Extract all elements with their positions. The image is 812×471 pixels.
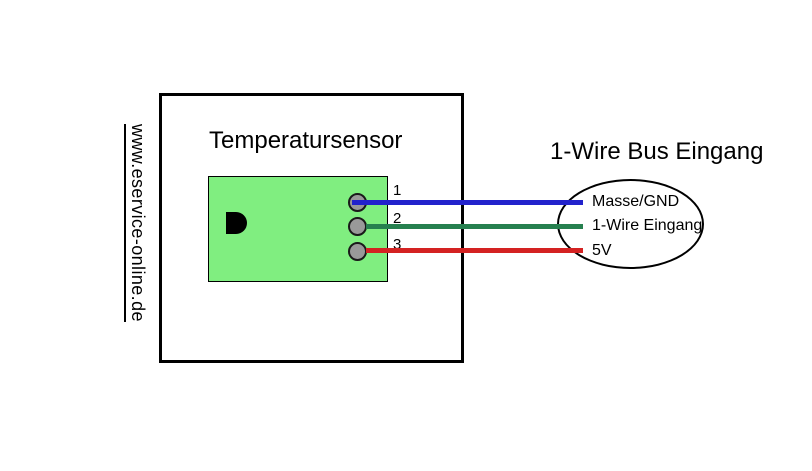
sensor-component-icon — [226, 212, 247, 234]
pin-2-pad — [348, 217, 367, 236]
wire-label-gnd: Masse/GND — [592, 193, 680, 210]
wire-label-1wire: 1-Wire Eingang — [592, 217, 703, 234]
watermark-url: www.eservice-online.de — [124, 124, 148, 322]
wire-5v — [366, 248, 583, 253]
bus-title: 1-Wire Bus Eingang — [550, 138, 764, 165]
wire-1wire — [366, 224, 583, 229]
pin-1-number: 1 — [393, 182, 402, 199]
sensor-title: Temperatursensor — [209, 127, 403, 154]
wire-gnd — [352, 200, 583, 205]
wire-label-5v: 5V — [592, 242, 612, 259]
pin-2-number: 2 — [393, 210, 402, 227]
pin-3-number: 3 — [393, 236, 402, 253]
pin-3-pad — [348, 242, 367, 261]
